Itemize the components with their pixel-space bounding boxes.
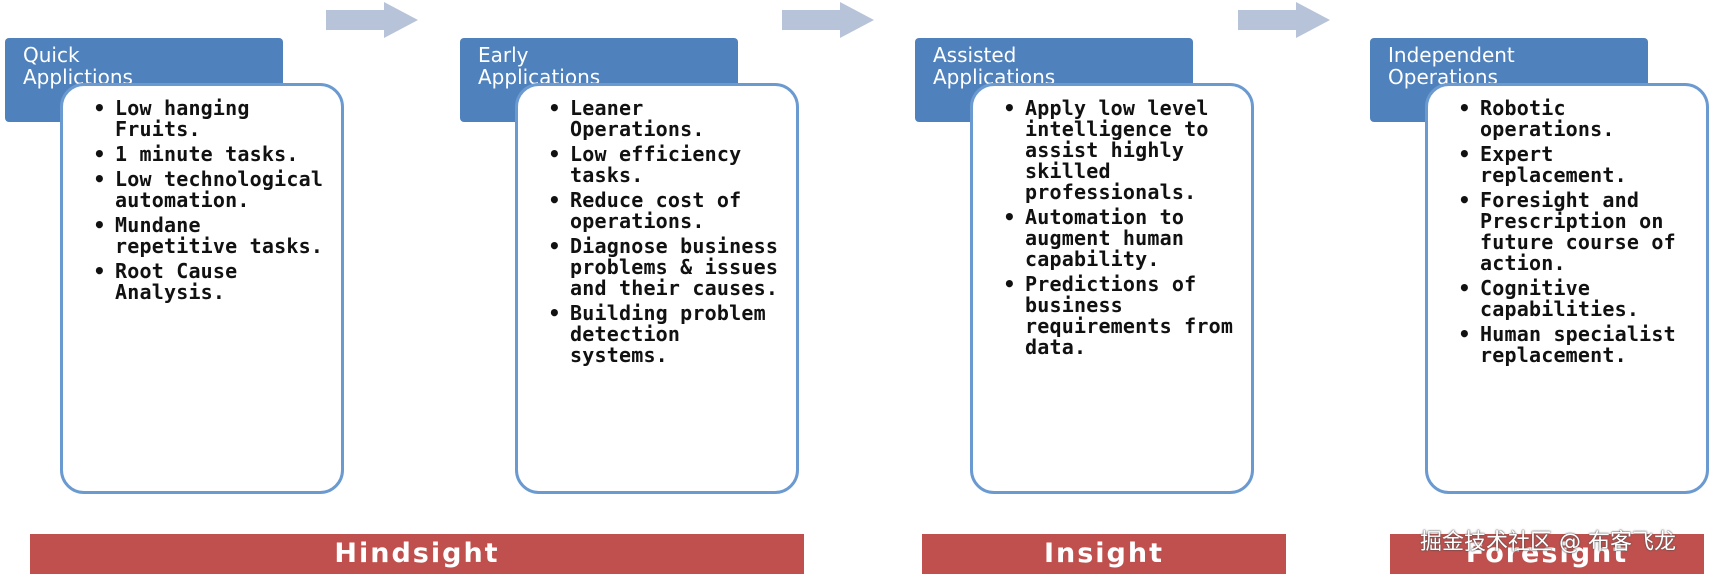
arrow-right-icon bbox=[326, 2, 418, 38]
bullet-icon: • bbox=[1003, 272, 1016, 296]
stage-title-line1: Early bbox=[478, 43, 529, 67]
phase-bar-insight: Insight bbox=[922, 534, 1286, 574]
bullet-icon: • bbox=[548, 142, 561, 166]
list-item-text: Cognitive capabilities. bbox=[1480, 276, 1640, 321]
list-item-text: Low efficiency tasks. bbox=[570, 142, 742, 187]
list-item-text: Foresight and Prescription on future cou… bbox=[1480, 188, 1676, 275]
bullet-icon: • bbox=[1458, 142, 1471, 166]
stage-card-early-applications: • Leaner Operations. • Low efficiency task… bbox=[515, 83, 799, 494]
list-item: • Leaner Operations. bbox=[548, 98, 790, 140]
arrow-right-icon bbox=[1238, 2, 1330, 38]
bullet-icon: • bbox=[548, 96, 561, 120]
list-item: • Low technological automation. bbox=[93, 169, 335, 211]
list-item-text: Automation to augment human capability. bbox=[1025, 205, 1185, 271]
list-item-text: Apply low level intelligence to assist h… bbox=[1025, 96, 1209, 204]
list-item-text: Low hanging Fruits. bbox=[115, 96, 250, 141]
bullet-icon: • bbox=[93, 142, 106, 166]
list-item-text: Leaner Operations. bbox=[570, 96, 705, 141]
bullet-icon: • bbox=[1003, 205, 1016, 229]
list-item-text: Low technological automation. bbox=[115, 167, 324, 212]
list-item: • Root Cause Analysis. bbox=[93, 261, 335, 303]
stage-title-line1: Quick bbox=[23, 43, 80, 67]
list-item: • Predictions of business requirements fr… bbox=[1003, 274, 1245, 358]
list-item: • Mundane repetitive tasks. bbox=[93, 215, 335, 257]
stage-bullet-list: • Apply low level intelligence to assist … bbox=[1003, 98, 1245, 358]
bullet-icon: • bbox=[1003, 96, 1016, 120]
bullet-icon: • bbox=[93, 167, 106, 191]
stage-title-line2: Applications bbox=[478, 65, 601, 89]
bullet-icon: • bbox=[1458, 322, 1471, 346]
list-item-text: Robotic operations. bbox=[1480, 96, 1615, 141]
stage-card-independent-operations: • Robotic operations. • Expert replacement… bbox=[1425, 83, 1709, 494]
list-item: • Cognitive capabilities. bbox=[1458, 278, 1700, 320]
list-item: • Automation to augment human capability. bbox=[1003, 207, 1245, 270]
list-item-text: Mundane repetitive tasks. bbox=[115, 213, 324, 258]
list-item-text: Human specialist replacement. bbox=[1480, 322, 1676, 367]
arrow-right-icon bbox=[782, 2, 874, 38]
bullet-icon: • bbox=[1458, 276, 1471, 300]
stage-card-quick-applictions: • Low hanging Fruits. • 1 minute tasks. • L… bbox=[60, 83, 344, 494]
list-item: • Low efficiency tasks. bbox=[548, 144, 790, 186]
list-item-text: Predictions of business requirements fro… bbox=[1025, 272, 1234, 359]
bullet-icon: • bbox=[93, 213, 106, 237]
bullet-icon: • bbox=[548, 301, 561, 325]
watermark-text: 掘金技术社区 @ 布客飞龙 bbox=[1420, 530, 1676, 555]
stage-bullet-list: • Leaner Operations. • Low efficiency task… bbox=[548, 98, 790, 366]
list-item-text: 1 minute tasks. bbox=[115, 142, 299, 166]
list-item: • Foresight and Prescription on future co… bbox=[1458, 190, 1700, 274]
list-item: • Expert replacement. bbox=[1458, 144, 1700, 186]
stage-card-assisted-applications: • Apply low level intelligence to assist … bbox=[970, 83, 1254, 494]
bullet-icon: • bbox=[1458, 96, 1471, 120]
list-item: • Building problem detection systems. bbox=[548, 303, 790, 366]
list-item: • Low hanging Fruits. bbox=[93, 98, 335, 140]
bullet-icon: • bbox=[548, 234, 561, 258]
stage-title-line1: Assisted bbox=[933, 43, 1017, 67]
stage-title-line2: Operations bbox=[1388, 65, 1498, 89]
list-item: • Robotic operations. bbox=[1458, 98, 1700, 140]
bullet-icon: • bbox=[93, 96, 106, 120]
list-item: • Apply low level intelligence to assist … bbox=[1003, 98, 1245, 203]
list-item-text: Expert replacement. bbox=[1480, 142, 1627, 187]
bullet-icon: • bbox=[93, 259, 106, 283]
list-item-text: Building problem detection systems. bbox=[570, 301, 766, 367]
phase-bar-foresight: Foresight bbox=[1390, 534, 1704, 574]
list-item: • Reduce cost of operations. bbox=[548, 190, 790, 232]
bullet-icon: • bbox=[548, 188, 561, 212]
list-item-text: Reduce cost of operations. bbox=[570, 188, 742, 233]
list-item: • 1 minute tasks. bbox=[93, 144, 335, 165]
stage-bullet-list: • Low hanging Fruits. • 1 minute tasks. • L… bbox=[93, 98, 335, 303]
phase-bar-hindsight: Hindsight bbox=[30, 534, 804, 574]
list-item-text: Diagnose business problems & issues and … bbox=[570, 234, 779, 300]
bullet-icon: • bbox=[1458, 188, 1471, 212]
list-item-text: Root Cause Analysis. bbox=[115, 259, 238, 304]
stage-title-line2: Applictions bbox=[23, 65, 133, 89]
stage-bullet-list: • Robotic operations. • Expert replacement… bbox=[1458, 98, 1700, 366]
stage-title-line1: Independent bbox=[1388, 43, 1515, 67]
list-item: • Human specialist replacement. bbox=[1458, 324, 1700, 366]
stage-title-line2: Applications bbox=[933, 65, 1056, 89]
list-item: • Diagnose business problems & issues and… bbox=[548, 236, 790, 299]
